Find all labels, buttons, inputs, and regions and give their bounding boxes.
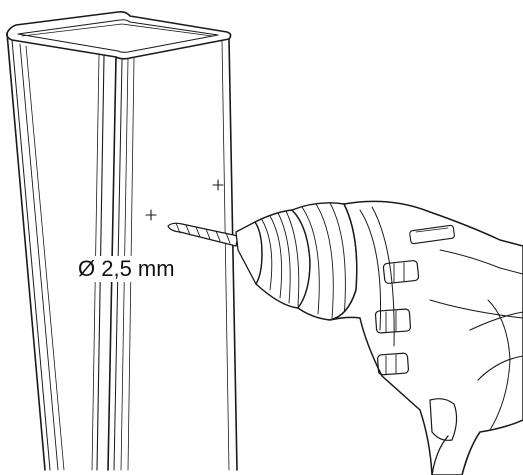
drill-top-vent <box>409 224 455 245</box>
drill-trigger <box>429 398 458 441</box>
drill-grip <box>469 311 523 381</box>
drill-vent-2 <box>374 308 412 334</box>
post-right-edge <box>228 38 238 471</box>
cross-mark-lower <box>145 209 157 221</box>
drill-diameter-label: Ø 2,5 mm <box>75 256 178 282</box>
post-illustration <box>6 11 238 471</box>
post-top-inner <box>17 19 219 53</box>
drill-chuck-tip <box>235 221 263 285</box>
post-left-edge <box>6 32 46 471</box>
drill-position-marks <box>145 179 224 221</box>
cross-mark-upper <box>212 179 224 191</box>
drill-handle <box>431 431 481 475</box>
drill-bit <box>167 222 239 247</box>
drill-vent-1 <box>382 260 420 284</box>
drill-vent-3 <box>377 352 409 376</box>
drill-illustration <box>235 200 523 475</box>
